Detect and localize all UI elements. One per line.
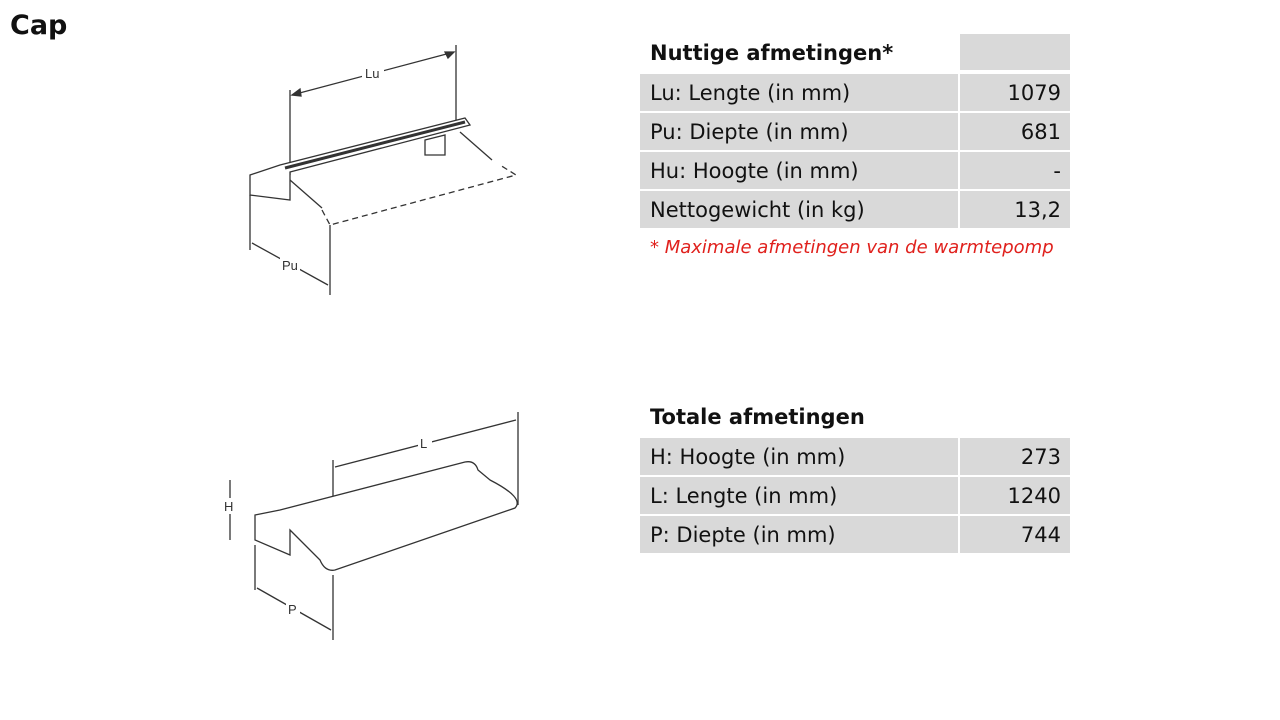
label-h: H <box>224 499 233 514</box>
row-label: L: Lengte (in mm) <box>640 477 958 514</box>
table-title: Nuttige afmetingen* <box>650 41 894 65</box>
footnote: * Maximale afmetingen van de warmtepomp <box>650 237 1054 258</box>
label-p: P <box>288 602 297 617</box>
table-row: L: Lengte (in mm)1240 <box>640 477 1070 514</box>
row-label: Lu: Lengte (in mm) <box>640 74 958 111</box>
row-label: Pu: Diepte (in mm) <box>640 113 958 150</box>
row-value: - <box>960 152 1070 189</box>
row-label: P: Diepte (in mm) <box>640 516 958 553</box>
total-dimensions-diagram: L H P <box>222 412 519 640</box>
table-row: Pu: Diepte (in mm)681 <box>640 113 1070 150</box>
table-row: H: Hoogte (in mm)273 <box>640 438 1070 475</box>
header-blank-cell <box>960 34 1070 70</box>
row-value: 1240 <box>960 477 1070 514</box>
row-value: 273 <box>960 438 1070 475</box>
label-l: L <box>420 436 427 451</box>
table-row: Lu: Lengte (in mm)1079 <box>640 74 1070 111</box>
row-label: H: Hoogte (in mm) <box>640 438 958 475</box>
useful-dimensions-table: Nuttige afmetingen* Lu: Lengte (in mm)10… <box>640 34 1070 228</box>
table-title: Totale afmetingen <box>650 405 865 429</box>
row-label: Nettogewicht (in kg) <box>640 191 958 228</box>
page-title: Cap <box>10 10 68 41</box>
label-pu: Pu <box>282 258 298 273</box>
row-value: 744 <box>960 516 1070 553</box>
row-value: 681 <box>960 113 1070 150</box>
row-value: 13,2 <box>960 191 1070 228</box>
useful-dimensions-diagram: Lu Pu <box>249 45 518 295</box>
row-value: 1079 <box>960 74 1070 111</box>
row-label: Hu: Hoogte (in mm) <box>640 152 958 189</box>
table-row: Nettogewicht (in kg)13,2 <box>640 191 1070 228</box>
label-lu: Lu <box>365 66 379 81</box>
table-row: Hu: Hoogte (in mm)- <box>640 152 1070 189</box>
table-row: P: Diepte (in mm)744 <box>640 516 1070 553</box>
total-dimensions-table: Totale afmetingen H: Hoogte (in mm)273 L… <box>640 398 1070 553</box>
